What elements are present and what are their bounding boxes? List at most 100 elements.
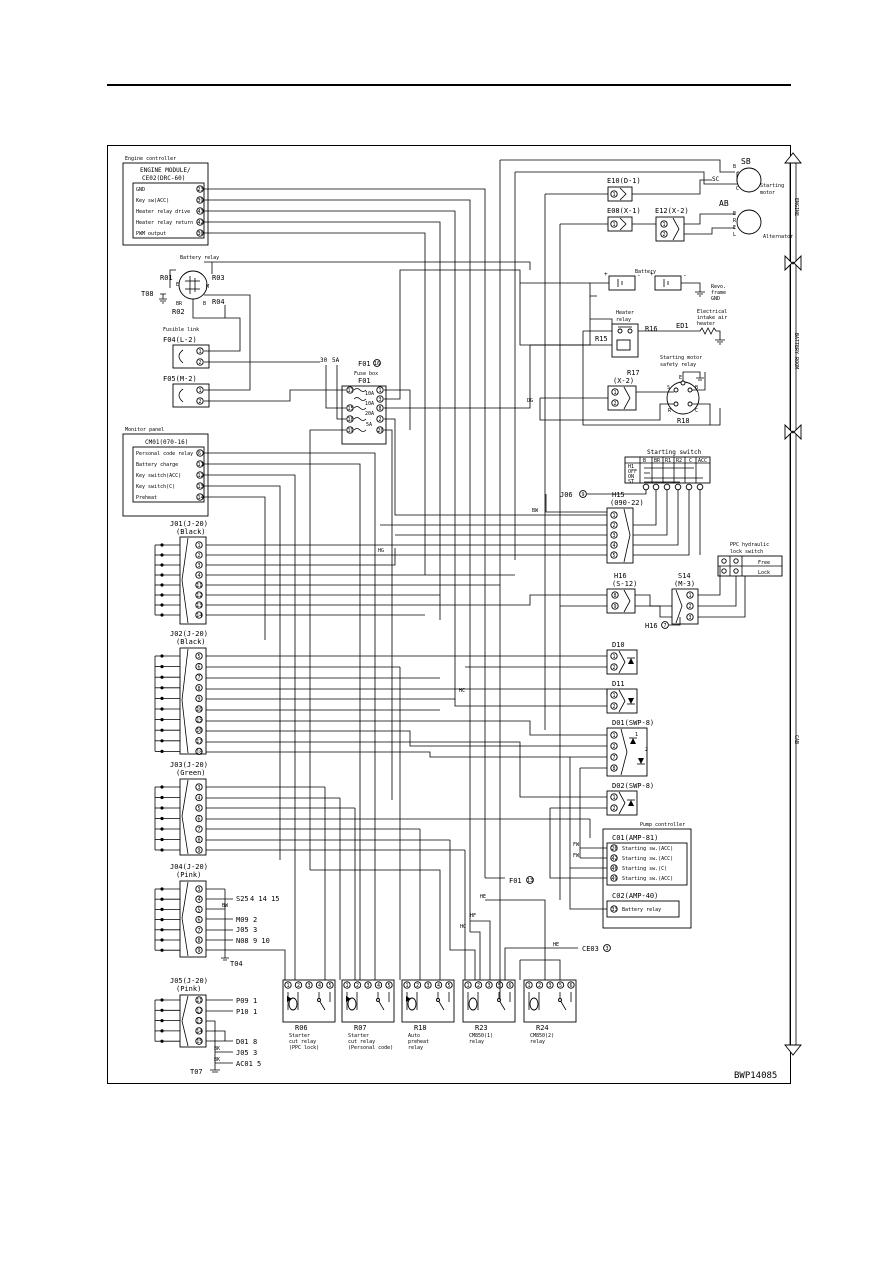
s14-conn: (M-3) [674,580,695,588]
cm01-pin-number: 14 [198,495,204,501]
relay-caption: Auto [408,1033,420,1039]
c01-pin: 49 [612,876,618,882]
relay-caption: (PPC lock) [289,1045,319,1051]
monitor-panel: Monitor panel CM01(070-16) Personal code… [122,427,209,517]
relay-coil [529,997,539,1011]
p10-ref-pin: 1 [253,1008,257,1016]
j04-pin: 4 [198,897,201,903]
relay-body [462,979,516,1023]
p10-ref: P10 [236,1008,249,1016]
fuse-pin: 2 [379,417,382,423]
bw-wire-label: BW [532,508,539,514]
gnd-label: GND [711,296,720,302]
e08-label: E08(X-1) [607,207,641,215]
p09-ref-pin: 1 [253,997,257,1005]
relay-pin-circle [485,981,493,989]
e12-pin: 2 [663,232,666,238]
h15-conn: (090-22) [610,499,644,507]
hf-wire-label: HF [470,913,476,919]
j02-pin-circle [195,673,203,681]
f05-label: F05(M-2) [163,375,197,383]
monitor-panel-title: Monitor panel [125,427,164,433]
j03-pin: 8 [198,838,201,844]
j03-pin: 3 [198,785,201,791]
d02-pin: 2 [613,806,616,812]
relay-pin-circle [403,981,411,989]
j02-pin-circle [195,715,203,724]
j02-pin: 6 [198,665,201,671]
relay-pin: 3 [549,983,552,989]
j02-pin: 16 [196,728,202,734]
d01-pin: 8 [613,766,616,772]
relay-pin: 2 [416,983,419,989]
alternator: AB B R E L Alternator [719,199,793,240]
intake-heater: Electrical intake air heater ED1 [638,309,727,345]
relay-id: R18 [414,1024,427,1032]
pump-controller: Pump controller C01(AMP-81) 26 42 46 49 … [573,822,692,929]
j05-ref: J05 [236,1049,249,1057]
zone-cab-label: CAB [793,735,799,744]
battery-plus: + [604,271,608,278]
engine-controller-title: Engine controller [125,156,176,162]
alternator-label: Alternator [763,234,793,240]
j01-pin-circle [195,611,203,619]
ce02-pin-number: 39 [198,198,204,204]
terminal-c: C [695,408,698,414]
d11-label: D11 [612,680,625,688]
relay-diode [406,996,411,1002]
j01-pin-circle [195,591,203,599]
j02-pin: 10 [196,707,202,713]
j05-pin-circle [195,1027,203,1035]
j05-pin: 15 [196,1039,202,1045]
relay-pin-circle [343,981,351,989]
zone-engine-label: ENGINE [793,198,799,216]
he-wire-label: HE [480,894,486,900]
j04-pin: 7 [198,928,201,934]
terminal-e: E [679,375,682,381]
relay-caption: relay [469,1039,484,1045]
starting-motor: SB SC B C Starting motor [712,157,784,196]
battery-title: Battery [635,269,656,275]
r17-pin: 1 [614,390,617,396]
c02-label: C02(AMP-40) [612,892,658,900]
cm01-pin-number: 12 [198,473,204,479]
fuse-pin: 1 [379,388,382,394]
j03-pin-circle [195,793,203,802]
relay-pin: 6 [570,983,573,989]
relay-pin: 5 [329,983,332,989]
relay-caption: CM850(2) [530,1033,554,1039]
j02-pin: 7 [198,675,201,681]
relay-pin-circle [424,981,432,989]
fw-wire-label: FW [573,842,580,848]
ed1-label: ED1 [676,322,689,330]
relay-pin-circle [374,981,383,989]
d11-diode: D11 1 2 HC [459,680,638,714]
relay-terminal-m: M [206,284,209,290]
starting-switch-title: Starting switch [647,449,702,456]
j04-pin-circle [195,926,203,934]
c01-pin: 26 [612,846,618,852]
heater-relay-title: Heater [616,310,634,316]
d11-pin: 1 [613,693,616,699]
relay-pin: 2 [538,983,541,989]
starting-switch: Starting switch B BR R1 R2 C ACC H1 OFF … [624,449,711,491]
h15-pin: 2 [613,523,616,529]
cm01-label: CM01(070-16) [145,439,188,446]
j02-pin: 17 [196,739,202,745]
ce02-pin-label: PWM output [136,231,166,237]
h16-pin: 8 [614,593,617,599]
relay-pin: 3 [367,983,370,989]
relay-contact-pivot [436,998,440,1002]
j01-pin: 3 [198,563,201,569]
fuse-rating: 5A [366,422,372,428]
j01-color: (Black) [176,528,206,536]
relay-caption: Starter [289,1033,310,1039]
r16-label: R16 [645,325,658,333]
relay-caption: cut relay [289,1039,316,1045]
j03-color: (Green) [176,769,206,777]
relay-pin: 2 [356,983,359,989]
relay-pin-circle [546,981,554,989]
j05-pin: 13 [196,1019,202,1025]
